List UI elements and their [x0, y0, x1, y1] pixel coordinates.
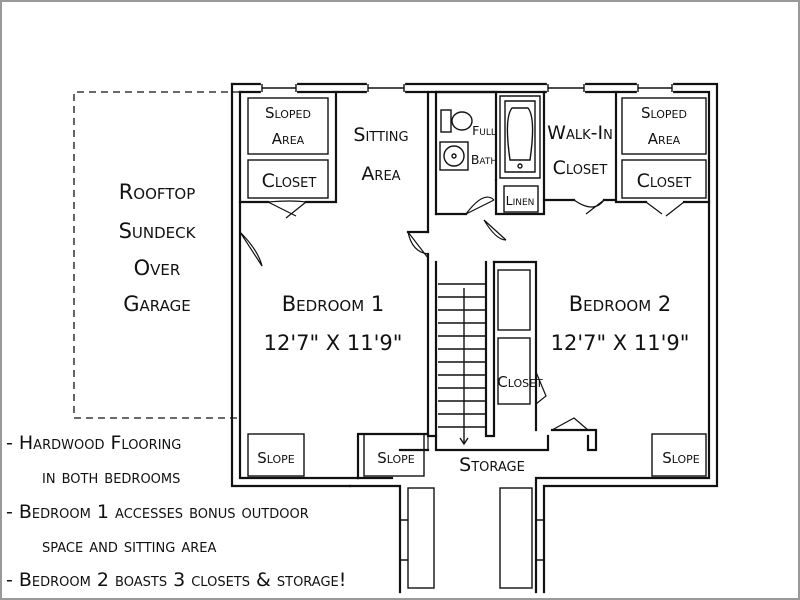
slope-left-label: Slope	[257, 449, 295, 467]
storage-label: Storage	[459, 454, 525, 476]
note-line-5: - Bedroom 2 boasts 3 closets & storage!	[6, 569, 346, 591]
full-bath-line-2: Bath	[471, 152, 497, 167]
walk-in-closet-line-1: Walk-In	[547, 122, 613, 144]
rooftop-line-3: Over	[134, 256, 181, 280]
note-line-1: - Hardwood Flooring	[6, 432, 181, 454]
bedroom2-size: 12'7" X 11'9"	[551, 331, 690, 355]
bedroom2-name: Bedroom 2	[569, 292, 671, 316]
rooftop-deck-outline	[73, 91, 240, 419]
closet-left-label: Closet	[262, 170, 317, 192]
note-line-2: in both bedrooms	[42, 466, 180, 488]
note-line-4: space and sitting area	[42, 535, 216, 557]
sitting-area-line-2: Area	[361, 163, 400, 185]
rooftop-line-4: Garage	[123, 292, 190, 316]
interior-walls	[238, 90, 711, 589]
sloped-area-left-line-2: Area	[272, 130, 305, 148]
closet-right-label: Closet	[637, 170, 692, 192]
linen-label: Linen	[506, 193, 535, 208]
rooftop-line-1: Rooftop	[119, 180, 196, 204]
exterior-walls	[230, 81, 719, 594]
sitting-area-line-1: Sitting	[353, 124, 408, 146]
door-swings	[239, 196, 685, 450]
rooftop-line-2: Sundeck	[119, 219, 197, 243]
bedroom1-size: 12'7" X 11'9"	[264, 331, 403, 355]
bedroom1-name: Bedroom 1	[282, 292, 384, 316]
sloped-area-right-line-2: Area	[648, 130, 681, 148]
sloped-area-right-line-1: Sloped	[641, 104, 687, 122]
closet-stair-label: Closet	[497, 373, 543, 391]
sloped-area-left-line-1: Sloped	[265, 104, 311, 122]
note-line-3: - Bedroom 1 accesses bonus outdoor	[6, 501, 309, 523]
slope-right-label: Slope	[662, 449, 700, 467]
walk-in-closet-line-2: Closet	[553, 157, 608, 179]
slope-middle-label: Slope	[377, 449, 415, 467]
full-bath-line-1: Full	[472, 123, 496, 138]
rooftop-label: Rooftop Sundeck Over Garage	[119, 180, 197, 316]
feature-notes: - Hardwood Flooring in both bedrooms - B…	[6, 432, 346, 591]
